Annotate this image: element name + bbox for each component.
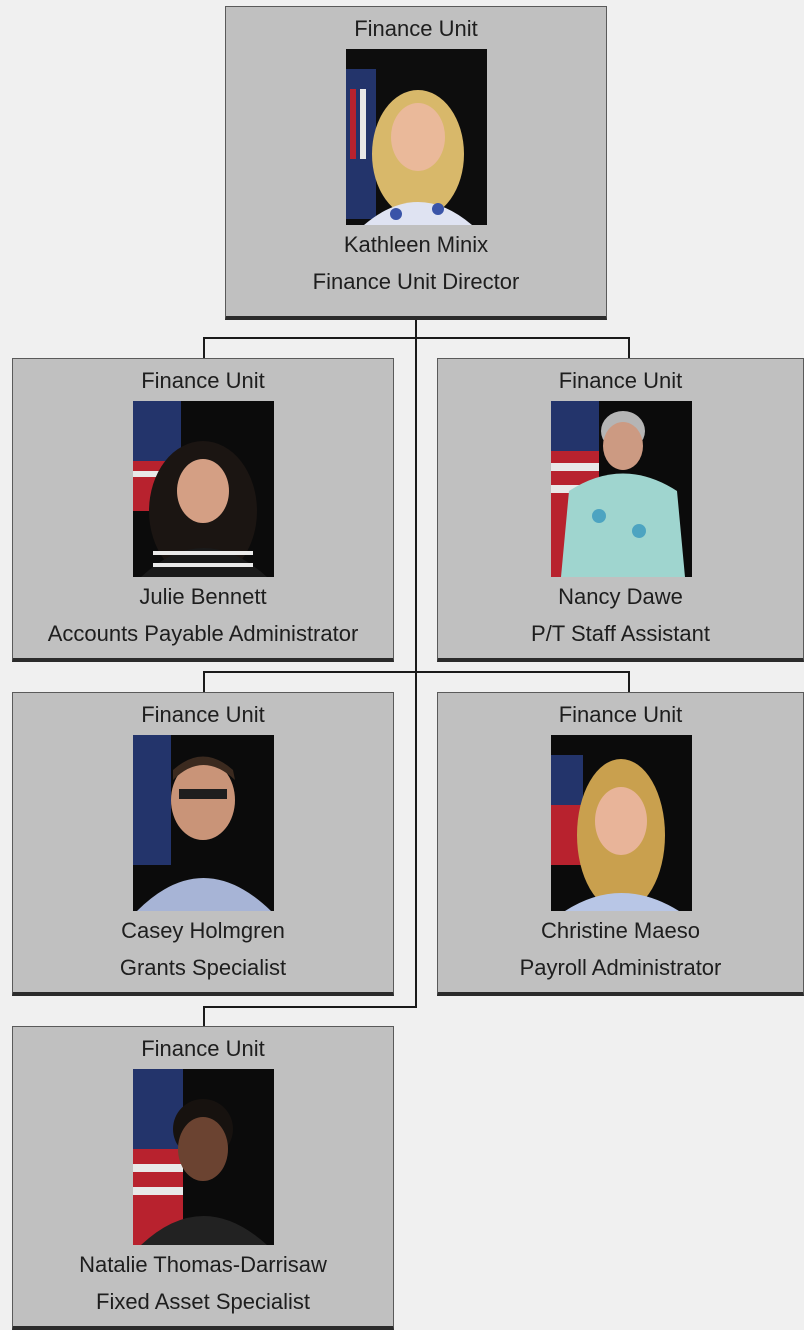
card-unit-label: Finance Unit [141,1036,265,1061]
card-person-name: Christine Maeso [541,918,700,943]
card-job-title: Payroll Administrator [519,955,722,980]
card-person-name: Natalie Thomas-Darrisaw [79,1252,327,1277]
portrait-photo [346,49,487,225]
card-job-title: Grants Specialist [119,955,287,980]
connector-trunk [415,318,417,1008]
card-person-name: Julie Bennett [139,584,267,609]
card-person-name: Kathleen Minix [343,232,489,257]
card-job-title: Fixed Asset Specialist [96,1289,310,1314]
portrait-photo [133,1069,274,1245]
card-person-name: Nancy Dawe [558,584,683,609]
org-card-natalie-thomas-darrisaw: Finance Unit Natalie Thomas-Darrisaw Fix… [12,1026,394,1330]
card-job-title: P/T Staff Assistant [531,621,710,646]
connector-row2-right [628,671,630,693]
org-card-director: Finance Unit Kathleen Minix Finance Unit… [225,6,607,320]
portrait-photo [133,735,274,911]
org-card-nancy-dawe: Finance Unit Nancy Dawe P/T Staff Assist… [437,358,804,662]
connector-row1-left [203,337,205,359]
connector-row1-right [628,337,630,359]
card-unit-label: Finance Unit [141,702,265,727]
card-unit-label: Finance Unit [354,16,478,41]
connector-row3-left [203,1006,205,1028]
connector-row2-bar [203,671,630,673]
org-card-casey-holmgren: Finance Unit Casey Holmgren Grants Speci… [12,692,394,996]
card-unit-label: Finance Unit [558,702,683,727]
portrait-photo [550,401,692,577]
portrait-photo [133,401,274,577]
org-card-julie-bennett: Finance Unit Julie Bennett Accounts Paya… [12,358,394,662]
portrait-photo [550,735,692,911]
connector-row2-left [203,671,205,693]
org-card-christine-maeso: Finance Unit Christine Maeso Payroll Adm… [437,692,804,996]
connector-row1-bar [203,337,630,339]
card-unit-label: Finance Unit [558,368,683,393]
card-job-title: Accounts Payable Administrator [47,621,359,646]
card-unit-label: Finance Unit [141,368,265,393]
card-job-title: Finance Unit Director [312,269,520,294]
card-person-name: Casey Holmgren [121,918,285,943]
connector-row3-bar [203,1006,417,1008]
